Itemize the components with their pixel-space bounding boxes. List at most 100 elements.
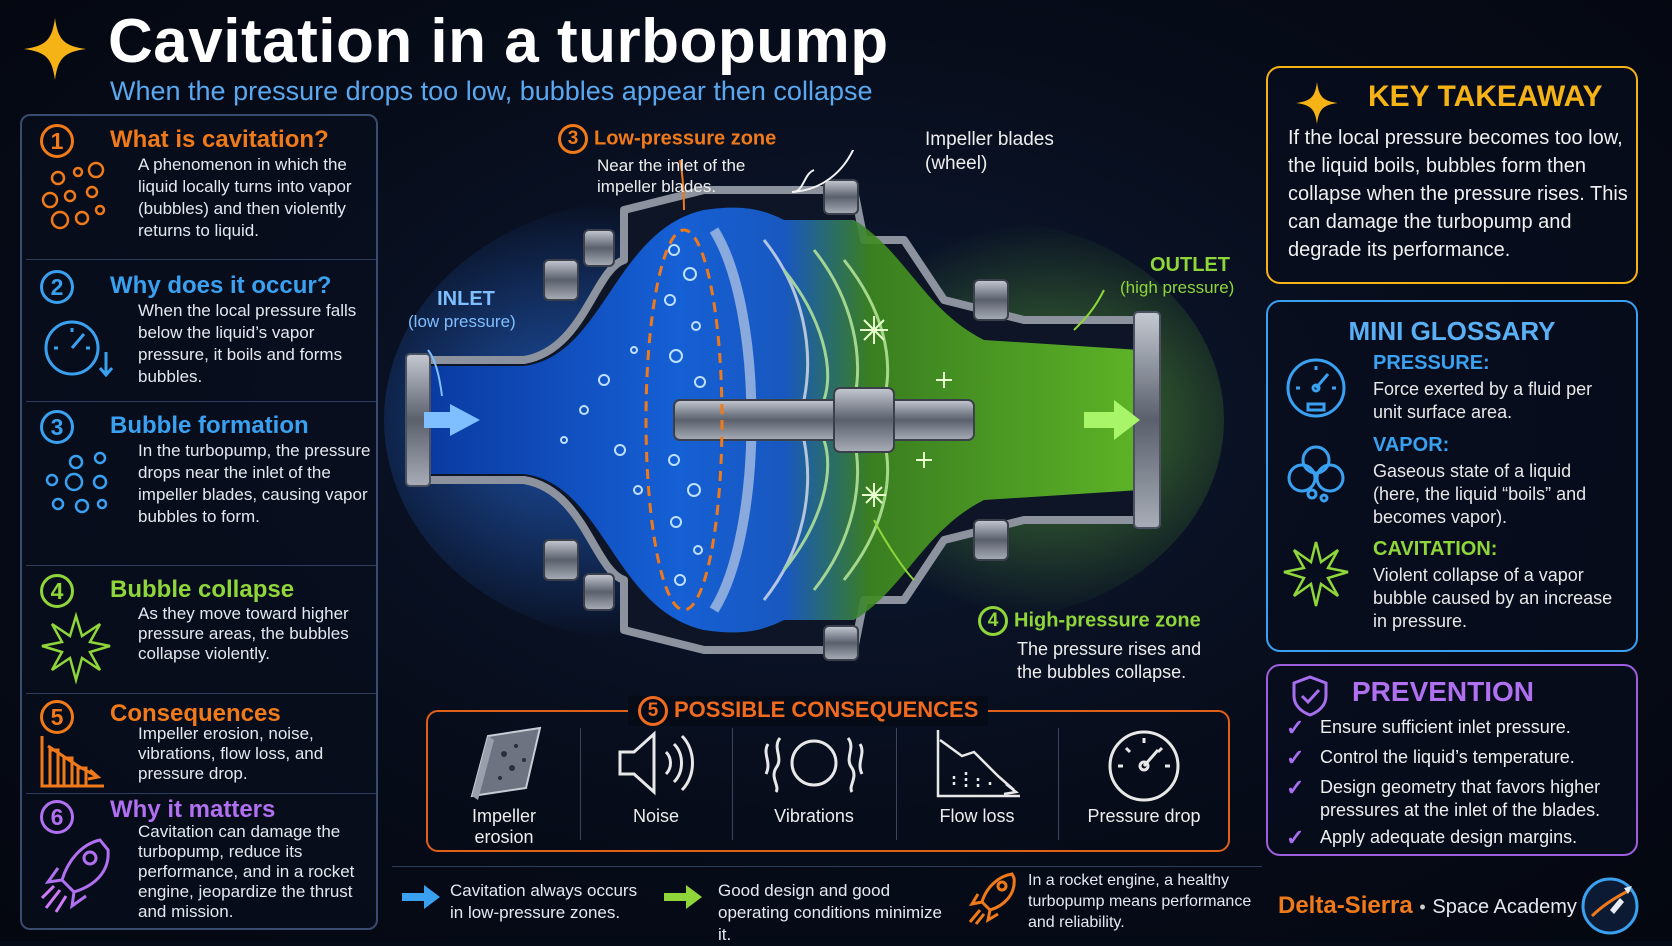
vapor-bubbles <box>560 244 706 586</box>
step-bubble-collapse: 4 Bubble collapse As they move toward hi… <box>26 566 376 694</box>
consequence-label-line: Pressure drop <box>1087 806 1201 826</box>
burst-icon <box>41 611 111 685</box>
prevention-panel: PREVENTION ✓Ensure sufficient inlet pres… <box>1266 664 1638 856</box>
low-pressure-zone-outline <box>644 228 724 612</box>
brand: Delta-Sierra • Space Academy <box>1278 892 1577 920</box>
brand-subtitle: Space Academy <box>1432 896 1577 918</box>
flow-loss-chart-icon <box>936 730 1020 798</box>
step-why-it-matters: 6 Why it matters Cavitation can damage t… <box>26 794 376 930</box>
key-takeaway-text: If the local pressure becomes too low, t… <box>1288 127 1628 261</box>
blue-arrow-icon <box>402 885 440 909</box>
inlet-arrow-icon <box>424 404 480 436</box>
low-pressure-zone-description: Near the inlet of the impeller blades. <box>597 155 745 197</box>
consequence-label-line: Vibrations <box>774 806 854 826</box>
inlet-sublabel: (low pressure) <box>408 312 516 331</box>
footer-note-good-design: Good design and good operating condition… <box>718 881 942 944</box>
step-description: Cavitation can damage the turbopump, red… <box>138 822 355 921</box>
impeller-blades-label: Impeller blades (wheel) <box>925 128 1054 176</box>
high-zone-leader-line <box>873 519 915 581</box>
inlet-leader-line <box>427 349 443 397</box>
check-icon: ✓ <box>1286 745 1305 770</box>
low-zone-desc-line: impeller blades. <box>597 177 717 196</box>
consequence-label-line: Noise <box>632 806 680 826</box>
impeller-label-line: (wheel) <box>925 153 988 174</box>
key-takeaway-title: KEY TAKEAWAY <box>1368 80 1603 113</box>
step-title: Bubble formation <box>110 412 309 439</box>
low-zone-leader-line <box>679 159 685 211</box>
step-number: 6 <box>40 800 74 834</box>
glossary-definition: Force exerted by a fluid per unit surfac… <box>1373 379 1593 422</box>
step-number: 1 <box>40 124 74 158</box>
casing-bolts <box>543 179 1009 661</box>
burst-icon <box>1283 541 1349 607</box>
check-icon: ✓ <box>1286 825 1305 850</box>
footer-note-low-pressure: Cavitation always occurs in low-pressure… <box>450 881 638 922</box>
step-title: Why does it occur? <box>110 272 332 299</box>
step-number: 4 <box>40 574 74 608</box>
glossary-term: PRESSURE: <box>1373 352 1490 374</box>
brand-name: Delta-Sierra <box>1278 892 1413 919</box>
impeller-label-line: Impeller blades <box>925 129 1054 150</box>
bubbles-icon <box>41 161 106 230</box>
bubbles-icon <box>45 451 108 514</box>
glossary-term: CAVITATION: <box>1373 538 1498 560</box>
glossary-term: VAPOR: <box>1373 434 1450 456</box>
step-consequences: 5 Consequences Impeller erosion, noise, … <box>26 694 376 794</box>
consequence-label: Noise <box>584 806 728 827</box>
outlet-arrow-icon <box>1084 400 1140 440</box>
step-number: 5 <box>40 700 74 734</box>
prevention-item-text: Ensure sufficient inlet pressure. <box>1320 717 1571 737</box>
step-description: Impeller erosion, noise, vibrations, flo… <box>138 724 324 783</box>
high-zone-desc-line: the bubbles collapse. <box>1017 662 1187 682</box>
green-arrow-icon <box>664 885 702 909</box>
prevention-item-text: Control the liquid’s temperature. <box>1320 747 1575 767</box>
step-what-is-cavitation: 1 What is cavitation? A phenomenon in wh… <box>26 116 376 260</box>
step-description: When the local pressure falls below the … <box>138 301 357 386</box>
glossary-title: MINI GLOSSARY <box>1348 316 1556 346</box>
pressure-gauge-icon <box>44 320 114 378</box>
consequence-label-line: erosion <box>474 827 534 847</box>
step-bubble-formation: 3 Bubble formation In the turbopump, the… <box>26 402 376 566</box>
consequence-pressure-drop: Pressure drop <box>1062 720 1226 848</box>
mini-glossary-panel: MINI GLOSSARY PRESSURE: Force exerted by… <box>1266 300 1638 652</box>
declining-chart-icon <box>40 736 104 788</box>
high-pressure-zone-description: The pressure rises and the bubbles colla… <box>1017 638 1201 684</box>
outlet-leader-line <box>1073 289 1105 331</box>
glossary-definition: Gaseous state of a liquid (here, the liq… <box>1373 461 1587 527</box>
step-number: 2 <box>40 270 74 304</box>
step-title: Bubble collapse <box>110 576 295 603</box>
glossary-definition: Violent collapse of a vapor bubble cause… <box>1373 565 1613 631</box>
consequence-noise: Noise <box>584 720 728 848</box>
rocket-icon <box>968 872 1016 925</box>
shield-check-icon <box>1292 675 1328 717</box>
page-title: Cavitation in a turbopump <box>108 7 889 76</box>
high-zone-number: 4 <box>978 606 1008 636</box>
sparkle-star-icon <box>24 18 86 80</box>
step-description: A phenomenon in which the liquid locally… <box>138 155 352 240</box>
consequence-label: Flow loss <box>900 806 1054 827</box>
step-description: As they move toward higher pressure area… <box>138 604 349 663</box>
sparkle-star-icon <box>1296 82 1338 124</box>
prevention-item-text: Apply adequate design margins. <box>1320 827 1578 847</box>
consequence-flow-loss: Flow loss <box>900 720 1054 848</box>
step-why-does-it-occur: 2 Why does it occur? When the local pres… <box>26 260 376 402</box>
check-icon: ✓ <box>1286 775 1305 800</box>
shaft-hub <box>833 387 895 453</box>
high-zone-title-text: High-pressure zone <box>1014 609 1201 632</box>
eroded-blade-icon <box>470 726 542 800</box>
footer-note-rocket: In a rocket engine, a healthy turbopump … <box>1028 872 1252 931</box>
vibration-icon <box>764 737 864 793</box>
gauge-icon <box>1108 730 1180 802</box>
consequence-vibrations: Vibrations <box>736 720 892 848</box>
consequences-number: 5 <box>638 696 668 726</box>
consequence-label-line: Flow loss <box>939 806 1015 826</box>
consequence-label-line: Impeller <box>471 806 537 826</box>
step-title: Why it matters <box>110 796 276 823</box>
high-zone-desc-line: The pressure rises and <box>1017 639 1202 659</box>
turbopump-diagram <box>384 150 1224 661</box>
step-description: In the turbopump, the pressure drops nea… <box>138 441 371 526</box>
outlet-label: OUTLET <box>1150 254 1230 276</box>
